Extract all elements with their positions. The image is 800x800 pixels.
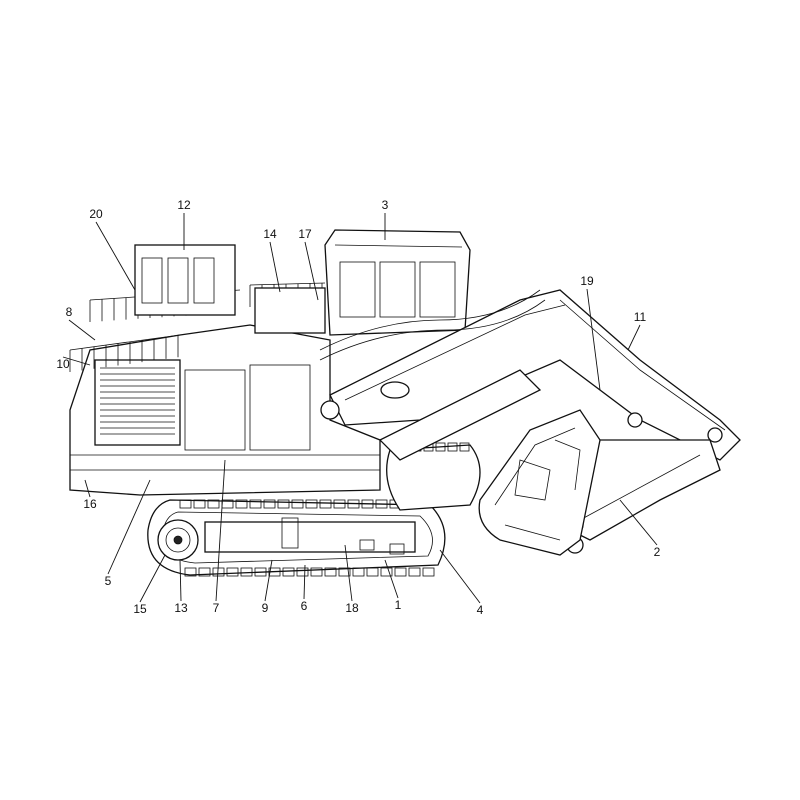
callout-6: 6 xyxy=(301,564,308,613)
callout-18: 18 xyxy=(344,544,359,615)
callout-label: 1 xyxy=(395,598,402,612)
callout-label: 8 xyxy=(66,305,73,319)
callout-19: 19 xyxy=(580,274,601,391)
leader-line xyxy=(344,544,353,602)
leader-line xyxy=(95,221,136,291)
leader-line xyxy=(619,499,658,546)
leader-line xyxy=(304,241,319,301)
callout-13: 13 xyxy=(174,559,188,615)
leader-line xyxy=(68,319,96,341)
callout-label: 17 xyxy=(298,227,312,241)
upper-structure xyxy=(69,229,471,496)
callout-14: 14 xyxy=(263,227,281,293)
leader-line xyxy=(439,549,481,604)
callout-label: 15 xyxy=(133,602,147,616)
callout-label: 12 xyxy=(177,198,191,212)
callout-8: 8 xyxy=(66,305,96,341)
leader-line xyxy=(84,479,91,498)
leader-line xyxy=(62,356,91,366)
leader-line xyxy=(139,554,166,603)
callout-9: 9 xyxy=(262,559,273,615)
callout-1: 1 xyxy=(384,559,402,612)
callout-label: 7 xyxy=(213,601,220,615)
callout-label: 20 xyxy=(89,207,103,221)
callout-label: 13 xyxy=(174,601,188,615)
callout-7: 7 xyxy=(213,459,226,615)
leader-line xyxy=(303,564,306,600)
leader-line xyxy=(179,559,182,602)
callout-15: 15 xyxy=(133,554,166,616)
callout-label: 10 xyxy=(56,357,70,371)
callout-label: 2 xyxy=(654,545,661,559)
callout-label: 5 xyxy=(105,574,112,588)
callout-3: 3 xyxy=(382,198,389,240)
leader-line xyxy=(107,479,151,575)
leader-line xyxy=(384,559,399,599)
callout-label: 14 xyxy=(263,227,277,241)
leader-line xyxy=(269,241,281,293)
leader-line xyxy=(215,459,226,602)
callout-5: 5 xyxy=(105,479,151,588)
callout-label: 9 xyxy=(262,601,269,615)
callout-16: 16 xyxy=(83,479,97,511)
callout-label: 6 xyxy=(301,599,308,613)
callout-label: 3 xyxy=(382,198,389,212)
callout-label: 4 xyxy=(477,603,484,617)
callout-17: 17 xyxy=(298,227,319,301)
callout-label: 16 xyxy=(83,497,97,511)
leader-line xyxy=(586,288,601,391)
callout-20: 20 xyxy=(89,207,136,291)
callout-label: 11 xyxy=(634,310,647,324)
boom-and-stick xyxy=(320,289,741,554)
callout-label: 19 xyxy=(580,274,594,288)
callout-2: 2 xyxy=(619,499,661,559)
leader-line xyxy=(627,324,641,351)
callout-12: 12 xyxy=(177,198,191,250)
crawler-track xyxy=(147,499,446,577)
leader-line xyxy=(264,559,273,602)
callout-10: 10 xyxy=(56,356,91,371)
excavator-drawing xyxy=(69,229,741,577)
callout-11: 11 xyxy=(627,310,647,351)
bucket xyxy=(478,409,601,556)
callout-label: 18 xyxy=(345,601,359,615)
callout-4: 4 xyxy=(439,549,484,617)
